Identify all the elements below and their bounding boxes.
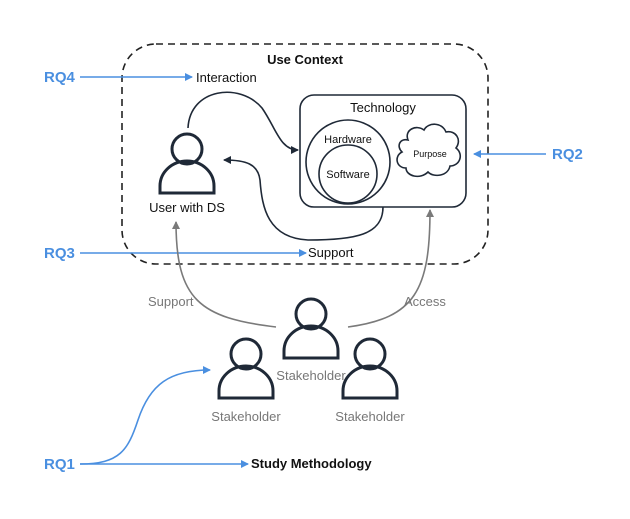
support-inner-label: Support — [308, 245, 354, 260]
software-circle — [318, 144, 378, 204]
interaction-label: Interaction — [196, 70, 257, 85]
rq3-label: RQ3 — [44, 245, 75, 262]
use-context-box — [121, 43, 489, 265]
purpose-label: Purpose — [413, 149, 447, 159]
use-context-title: Use Context — [267, 52, 344, 67]
support-outer-label: Support — [148, 294, 194, 309]
technology-title: Technology — [350, 100, 416, 115]
purpose-cloud — [396, 123, 462, 178]
user-with-ds-label: User with DS — [149, 200, 225, 215]
rq4-label: RQ4 — [44, 69, 76, 86]
rq2-label: RQ2 — [552, 146, 583, 163]
rq1-label: RQ1 — [44, 456, 75, 473]
support-inner-arrow — [223, 156, 384, 241]
stakeholder-top-label: Stakeholder — [276, 368, 346, 383]
hardware-label: Hardware — [324, 134, 372, 146]
software-label: Software — [326, 169, 369, 181]
rq1-to-stakeholders-arrow — [79, 366, 211, 465]
interaction-arrow — [187, 91, 299, 154]
stakeholder-left-icon — [217, 337, 275, 400]
support-outer-arrow — [172, 221, 277, 328]
stakeholder-right-label: Stakeholder — [335, 409, 405, 424]
access-arrow — [347, 209, 434, 328]
user-with-ds-icon — [158, 132, 216, 195]
hardware-circle — [305, 119, 391, 205]
stakeholder-top-icon — [282, 297, 340, 360]
access-label: Access — [404, 294, 446, 309]
stakeholder-right-icon — [341, 337, 399, 400]
stakeholder-left-label: Stakeholder — [211, 409, 281, 424]
study-methodology-label: Study Methodology — [251, 456, 372, 471]
